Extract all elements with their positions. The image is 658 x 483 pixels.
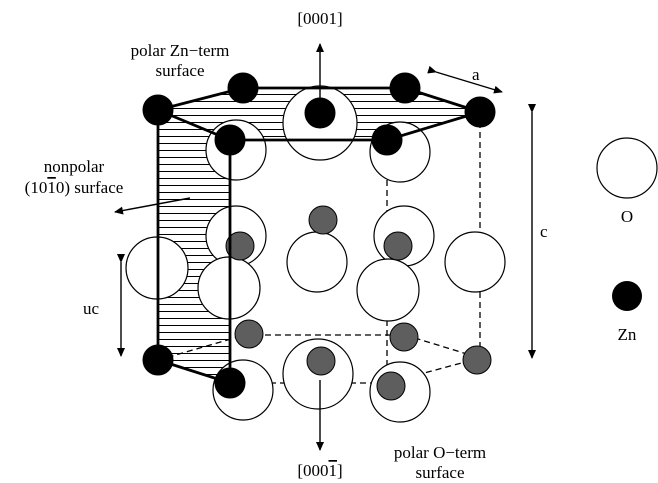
oxygen-atom — [444, 231, 506, 293]
inner-zinc-atom — [462, 345, 492, 375]
label-lattice-a: a — [472, 65, 480, 84]
label-polar-o-line2: surface — [415, 463, 464, 482]
label-unit-cell: uc — [83, 299, 100, 318]
legend-oxygen-label: O — [621, 207, 633, 226]
zinc-atom — [371, 124, 403, 156]
inner-zinc-atom — [308, 205, 338, 235]
nonpolar-surface-hatch — [158, 110, 230, 383]
label-nonpolar-line2: (1010) surface — [25, 178, 124, 197]
label-lattice-c: c — [540, 222, 548, 241]
inner-zinc-atoms — [225, 205, 492, 401]
oxygen-atom — [356, 258, 420, 322]
inner-zinc-atom — [376, 371, 406, 401]
legend-zinc-label: Zn — [618, 325, 637, 344]
zinc-atom — [214, 367, 246, 399]
dimension-a — [427, 65, 503, 94]
legend-zinc-swatch — [612, 281, 642, 311]
label-polar-o-line1: polar O−term — [394, 443, 486, 462]
zinc-atom — [227, 72, 259, 104]
label-polar-zn-line2: surface — [155, 61, 204, 80]
label-polar-zn-line1: polar Zn−term — [131, 41, 230, 60]
label-bottom-direction: [0001] — [297, 461, 342, 480]
inner-zinc-atom — [306, 346, 336, 376]
inner-zinc-atom — [225, 231, 255, 261]
zinc-atom — [464, 96, 496, 128]
legend: O Zn — [596, 137, 658, 344]
zinc-atom — [214, 124, 246, 156]
zinc-atom — [142, 344, 174, 376]
arrow-nonpolar — [114, 197, 191, 215]
inner-zinc-atom — [383, 231, 413, 261]
zinc-atoms — [142, 72, 496, 399]
inner-zinc-atom — [389, 322, 419, 352]
direction-arrows — [114, 43, 536, 451]
label-nonpolar-line1: nonpolar — [44, 157, 105, 176]
label-top-direction: [0001] — [297, 9, 342, 28]
oxygen-atom — [286, 231, 348, 293]
zinc-atom — [142, 94, 174, 126]
legend-oxygen-swatch — [596, 137, 658, 199]
zinc-atom — [389, 72, 421, 104]
inner-zinc-atom — [234, 319, 264, 349]
